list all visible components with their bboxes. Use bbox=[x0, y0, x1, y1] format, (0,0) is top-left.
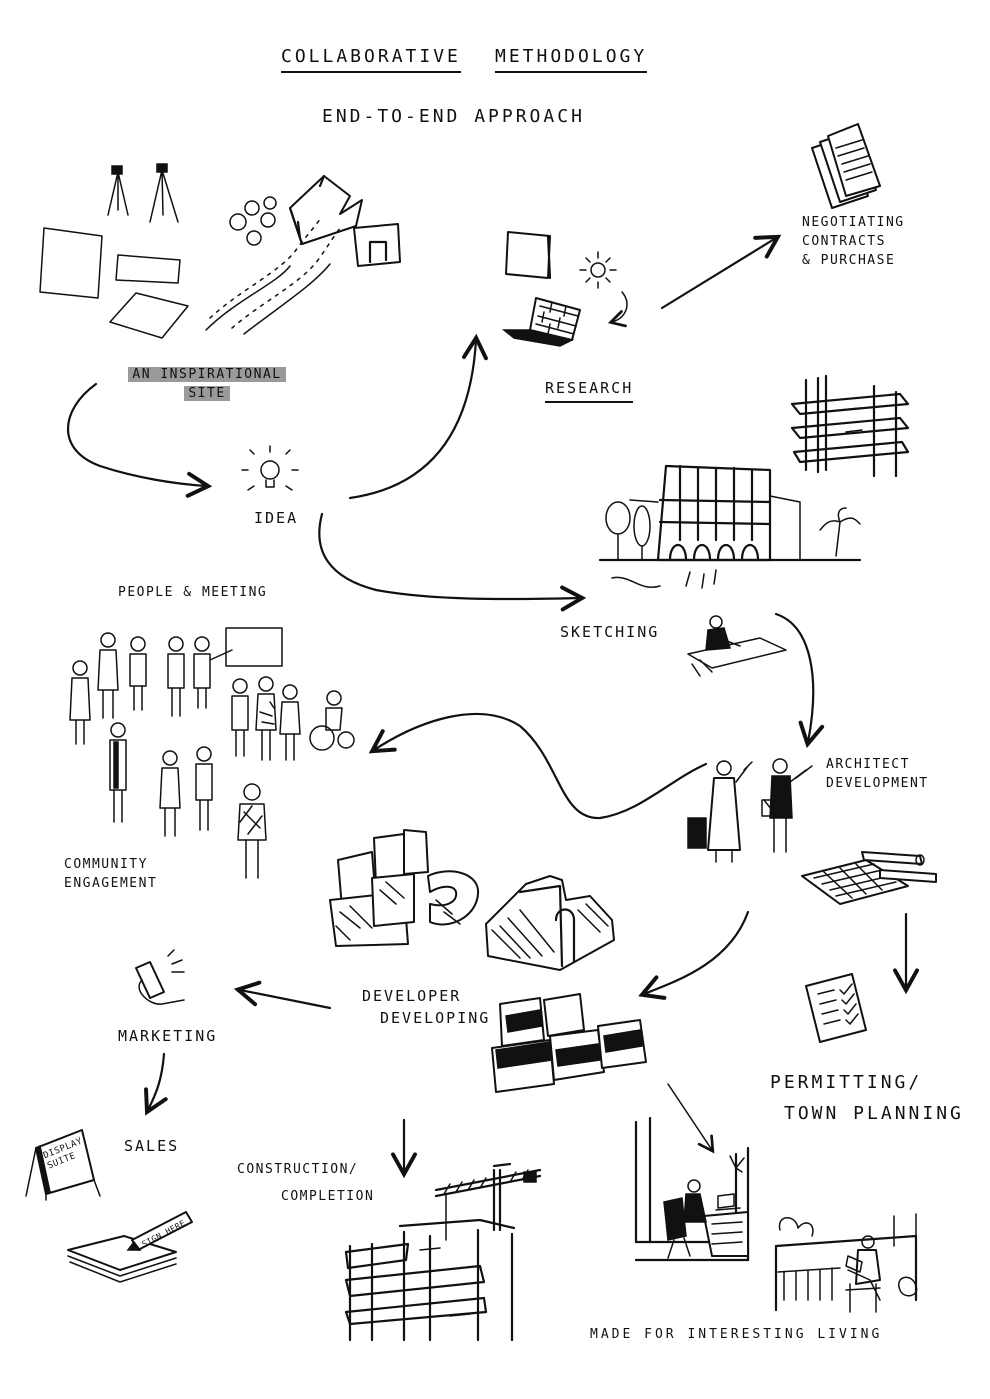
building-frame-icon bbox=[790, 374, 910, 478]
sun-icon bbox=[579, 251, 628, 328]
blueprint-icon bbox=[801, 851, 937, 905]
laptop-icon bbox=[501, 297, 581, 347]
inspirational-site-line1: AN INSPIRATIONAL bbox=[128, 367, 286, 382]
phone-icon bbox=[135, 949, 185, 1005]
papers-icon bbox=[67, 1211, 193, 1283]
office-interior-icon bbox=[634, 1116, 750, 1262]
building-under-construction-icon bbox=[344, 1218, 516, 1342]
negotiating-line1: NEGOTIATING bbox=[802, 215, 905, 230]
research-label: RESEARCH bbox=[545, 378, 634, 403]
negotiating-label: NEGOTIATING CONTRACTS & PURCHASE bbox=[802, 214, 905, 271]
flow-arrows bbox=[66, 234, 919, 1179]
title-left: COLLABORATIVE bbox=[281, 44, 461, 74]
architect-line2: DEVELOPMENT bbox=[826, 775, 929, 791]
developer-line1: DEVELOPER bbox=[362, 987, 462, 1005]
inspirational-site-label: AN INSPIRATIONAL SITE bbox=[118, 366, 296, 404]
people-meeting-label: PEOPLE & MEETING bbox=[118, 585, 268, 600]
developer-label: DEVELOPER DEVELOPING bbox=[362, 986, 490, 1030]
living-interior-icon bbox=[774, 1213, 918, 1313]
sketching-person-icon bbox=[687, 615, 787, 677]
permitting-line1: PERMITTING/ bbox=[770, 1072, 923, 1093]
marketing-label: MARKETING bbox=[118, 1027, 218, 1045]
made-for-label: MADE FOR INTERESTING LIVING bbox=[590, 1327, 883, 1342]
construction-line2: COMPLETION bbox=[281, 1189, 375, 1205]
contract-icon bbox=[811, 123, 881, 209]
checklist-icon bbox=[805, 973, 867, 1043]
trees-icon bbox=[229, 196, 277, 246]
architects-icon bbox=[687, 758, 813, 863]
title-right: METHODOLOGY bbox=[495, 44, 648, 74]
model-blocks-icon bbox=[329, 829, 480, 947]
building-facade-icon bbox=[598, 464, 862, 589]
architect-line1: ARCHITECT bbox=[826, 757, 910, 772]
developer-blocks-icon bbox=[491, 993, 647, 1093]
lightbulb-icon bbox=[241, 445, 299, 491]
canvas-sheets-icon bbox=[39, 227, 189, 339]
construction-line1: CONSTRUCTION/ bbox=[237, 1162, 359, 1177]
permitting-label: PERMITTING/ TOWN PLANNING bbox=[770, 1068, 964, 1129]
site-building-icon bbox=[288, 174, 401, 267]
developer-line2: DEVELOPING bbox=[380, 1008, 491, 1027]
sales-label: SALES bbox=[124, 1137, 180, 1155]
community-line2: ENGAGEMENT bbox=[64, 875, 158, 891]
model-building-icon bbox=[485, 875, 615, 971]
easel-icon bbox=[107, 163, 179, 223]
subtitle: END-TO-END APPROACH bbox=[322, 106, 585, 127]
people-group-icon bbox=[69, 627, 355, 879]
negotiating-line2: CONTRACTS bbox=[802, 233, 886, 249]
architect-label: ARCHITECT DEVELOPMENT bbox=[826, 756, 929, 794]
sign-board-icon bbox=[25, 1129, 101, 1201]
inspirational-site-line2: SITE bbox=[184, 385, 230, 401]
frame-icon bbox=[505, 231, 552, 280]
community-line1: COMMUNITY bbox=[64, 857, 148, 872]
community-label: COMMUNITY ENGAGEMENT bbox=[64, 856, 157, 894]
path-icon bbox=[205, 215, 341, 335]
sketching-label: SKETCHING bbox=[560, 623, 660, 641]
permitting-line2: TOWN PLANNING bbox=[784, 1102, 964, 1124]
idea-label: IDEA bbox=[254, 509, 299, 527]
negotiating-line3: & PURCHASE bbox=[802, 252, 896, 268]
crane-icon bbox=[434, 1162, 542, 1241]
construction-label: CONSTRUCTION/ COMPLETION bbox=[237, 1156, 374, 1211]
